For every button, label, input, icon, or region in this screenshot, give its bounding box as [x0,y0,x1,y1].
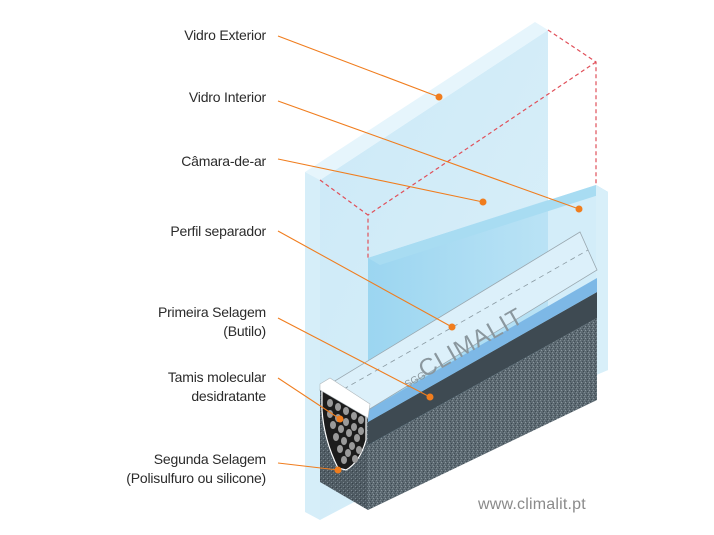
label-line: Primeira Selagem [157,304,266,320]
leader-secondary-seal [277,462,339,471]
dot-secondary-seal [334,466,342,474]
leader-air-chamber [277,158,484,203]
leader-primary-seal [277,317,431,398]
label-line: (Polisulfuro ou silicone) [126,470,266,486]
label-molecular-sieve: Tamis molecular desidratante [168,368,266,406]
label-outer-glass: Vidro Exterior [184,26,266,45]
dot-air-chamber [479,198,487,206]
label-inner-glass: Vidro Interior [189,88,266,107]
label-line: Segunda Selagem [153,451,266,467]
leader-spacer [277,230,453,328]
label-line: Perfil separador [170,223,266,239]
leader-dots [334,93,583,474]
leader-inner-glass [277,100,580,210]
spacer-bar: SGG CLIMALIT [319,231,598,510]
dot-outer-glass [435,93,443,101]
leader-molecular-sieve [277,377,341,420]
label-air-chamber: Câmara-de-ar [181,152,266,171]
label-primary-seal: Primeira Selagem (Butilo) [158,303,266,341]
label-line: (Butilo) [223,323,266,339]
dot-spacer [448,323,456,331]
label-line: Vidro Interior [188,89,266,105]
label-line: desidratante [191,388,266,404]
website-watermark: www.climalit.pt [478,496,586,513]
leader-lines [277,35,580,471]
air-chamber-outline [319,29,597,258]
dot-primary-seal [426,393,434,401]
label-secondary-seal: Segunda Selagem (Polisulfuro ou silicone… [126,450,266,488]
leader-outer-glass [277,35,440,98]
label-line: Câmara-de-ar [181,153,266,169]
label-line: Vidro Exterior [184,27,266,43]
label-line: Tamis molecular [167,369,266,385]
dot-inner-glass [575,205,583,213]
desiccant-beads [327,399,364,464]
dot-molecular-sieve [336,415,344,423]
label-spacer-profile: Perfil separador [170,222,266,241]
